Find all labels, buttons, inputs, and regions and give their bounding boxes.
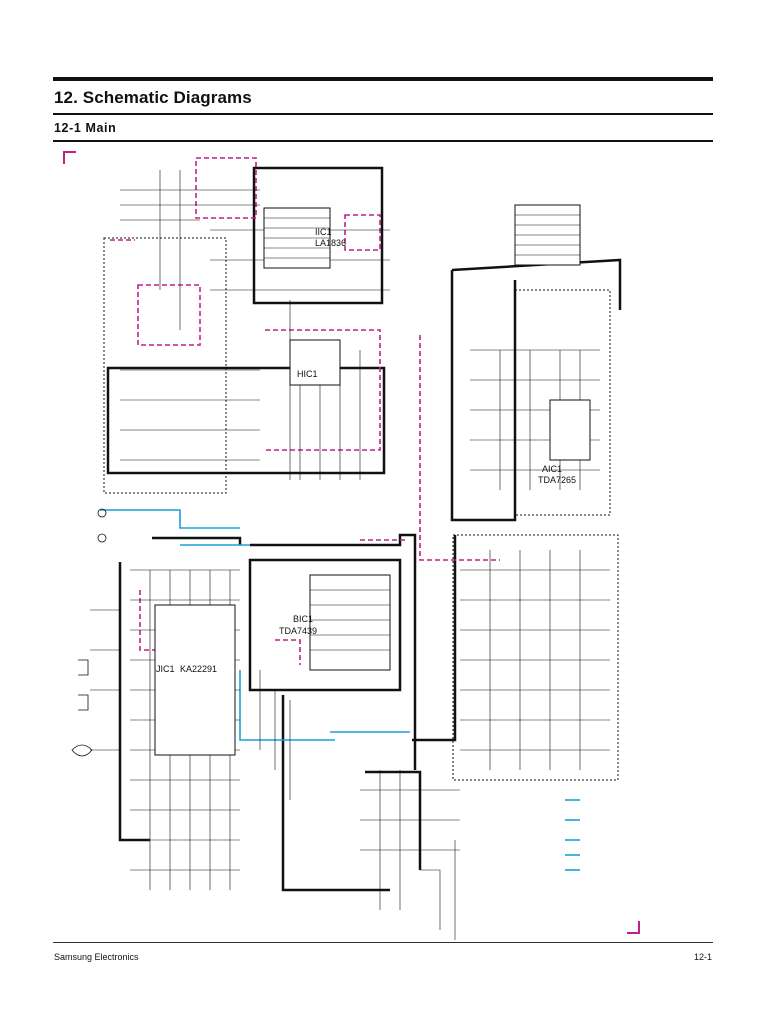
crop-mark-top-left bbox=[63, 151, 76, 164]
page-number: 12-1 bbox=[693, 952, 712, 962]
header-mid-rule bbox=[53, 113, 713, 115]
header-bottom-rule bbox=[53, 140, 713, 142]
footer-brand: Samsung Electronics bbox=[54, 952, 139, 962]
footer-rule bbox=[53, 942, 713, 943]
svg-text:TDA7439: TDA7439 bbox=[279, 626, 317, 636]
header-top-rule bbox=[53, 77, 713, 81]
crop-mark-bottom-right bbox=[627, 921, 640, 934]
section-subtitle: 12-1 Main bbox=[54, 121, 117, 135]
svg-text:JIC1: JIC1 bbox=[156, 664, 175, 674]
svg-text:LA1836: LA1836 bbox=[315, 238, 346, 248]
svg-text:BIC1: BIC1 bbox=[293, 614, 313, 624]
schematic-diagram: IIC1 LA1836 HIC1 AIC1 TDA7265 BIC1 TDA74… bbox=[71, 157, 622, 940]
page-title: 12. Schematic Diagrams bbox=[54, 88, 252, 107]
svg-text:KA22291: KA22291 bbox=[180, 664, 217, 674]
svg-text:HIC1: HIC1 bbox=[297, 369, 318, 379]
svg-text:TDA7265: TDA7265 bbox=[538, 475, 576, 485]
svg-text:IIC1: IIC1 bbox=[315, 227, 332, 237]
svg-text:AIC1: AIC1 bbox=[542, 464, 562, 474]
